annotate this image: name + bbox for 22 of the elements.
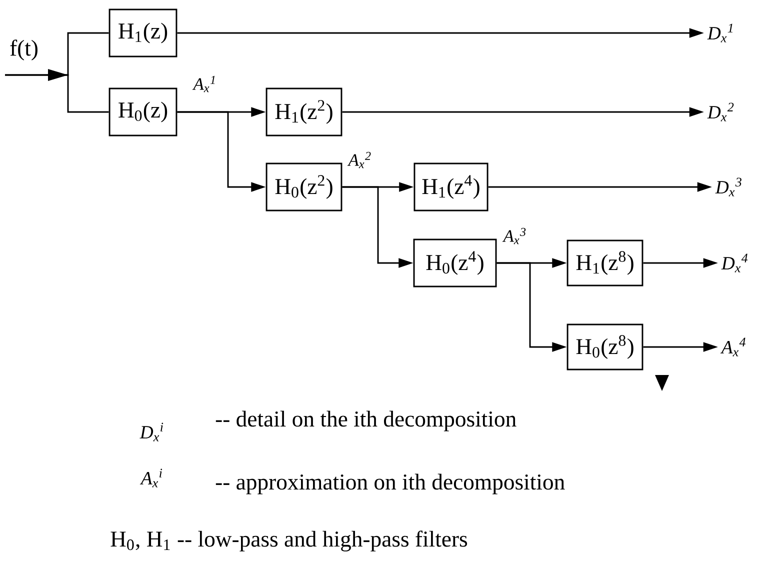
output-label: D$_{x}$3 — [715, 178, 742, 196]
filter-box: H$_{0}$(z) — [108, 88, 178, 136]
edge-label: f(t) — [8, 38, 40, 62]
edge-label: A$_{x}$3 — [502, 226, 528, 246]
legend-text: -- detail on the ith decomposition — [216, 410, 516, 432]
edge-label: A$_{x}$1 — [192, 74, 218, 94]
symbol-label: A$_{x}$i — [140, 468, 162, 488]
filter-box: H$_{1}$(z$^{2}$) — [266, 88, 342, 136]
filter-box: H$_{0}$(z$^{2}$) — [266, 162, 342, 212]
legend-text: -- approximation on ith decomposition — [216, 474, 565, 494]
filter-box: H$_{1}$(z$^{8}$) — [566, 240, 644, 286]
edge-label: A$_{x}$2 — [346, 150, 374, 170]
legend-text: H$_{0}$, H$_{1}$ -- low-pass and high-pass filters — [110, 530, 468, 552]
output-label: D$_{x}$1 — [707, 24, 732, 42]
output-label: D$_{x}$2 — [707, 102, 734, 122]
output-label: D$_{x}$4 — [721, 254, 748, 272]
filter-box: H$_{0}$(z$^{4}$) — [413, 238, 497, 288]
filter-box: H$_{1}$(z) — [108, 8, 178, 58]
output-label: A$_{x}$4 — [720, 338, 746, 356]
symbol-label: D$_{x}$i — [140, 422, 164, 442]
filter-box: H$_{0}$(z$^{8}$) — [566, 324, 644, 370]
filter-box: H$_{1}$(z$^{4}$) — [414, 162, 488, 212]
